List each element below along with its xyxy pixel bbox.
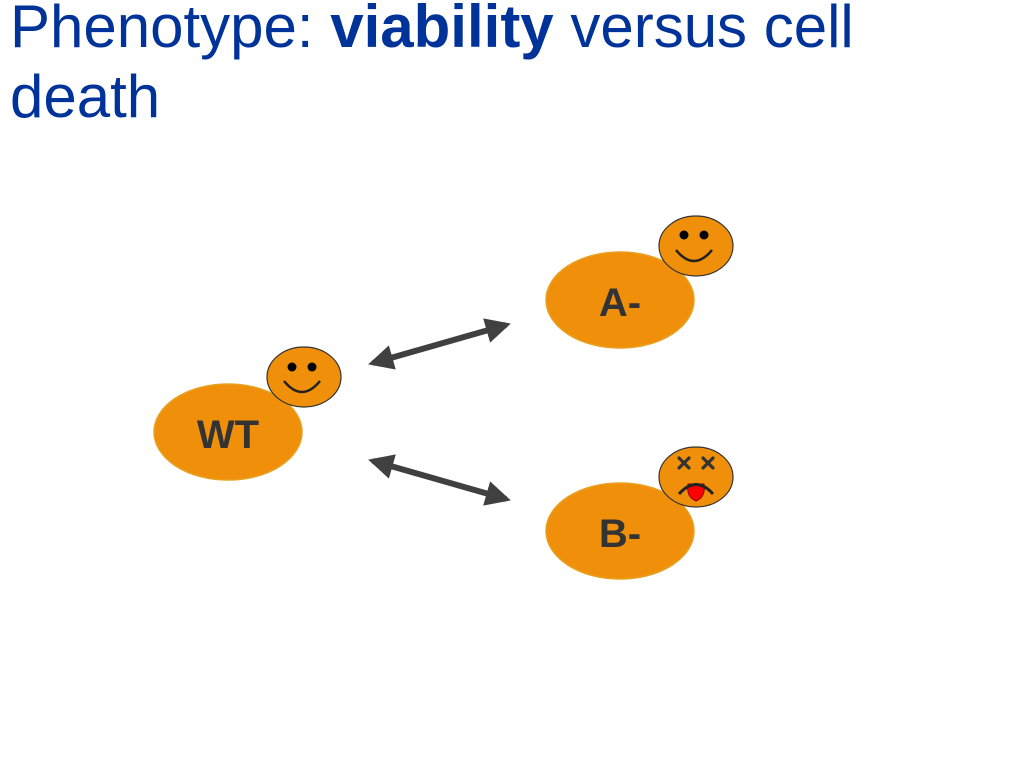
dead-face-icon xyxy=(658,446,734,508)
cell-wt: WT xyxy=(153,346,342,481)
title-prefix: Phenotype: xyxy=(10,0,331,60)
title-suffix: versus cell death xyxy=(10,0,854,130)
cell-b: B- xyxy=(545,446,734,580)
arrow-wt-a xyxy=(368,318,511,370)
cell-b-body xyxy=(545,482,695,580)
cell-b-label: B- xyxy=(599,512,641,556)
cell-wt-body xyxy=(153,383,303,481)
arrow-wt-b xyxy=(368,454,511,506)
slide-title: Phenotype: viability versus cell death xyxy=(10,0,1010,132)
cell-a-label: A- xyxy=(599,281,641,325)
smiley-face-icon xyxy=(658,215,734,277)
cell-a-body xyxy=(545,251,695,349)
title-emphasis: viability xyxy=(330,0,554,60)
cell-a: A- xyxy=(545,215,734,349)
cell-wt-label: WT xyxy=(197,413,259,457)
smiley-face-icon xyxy=(266,346,342,408)
